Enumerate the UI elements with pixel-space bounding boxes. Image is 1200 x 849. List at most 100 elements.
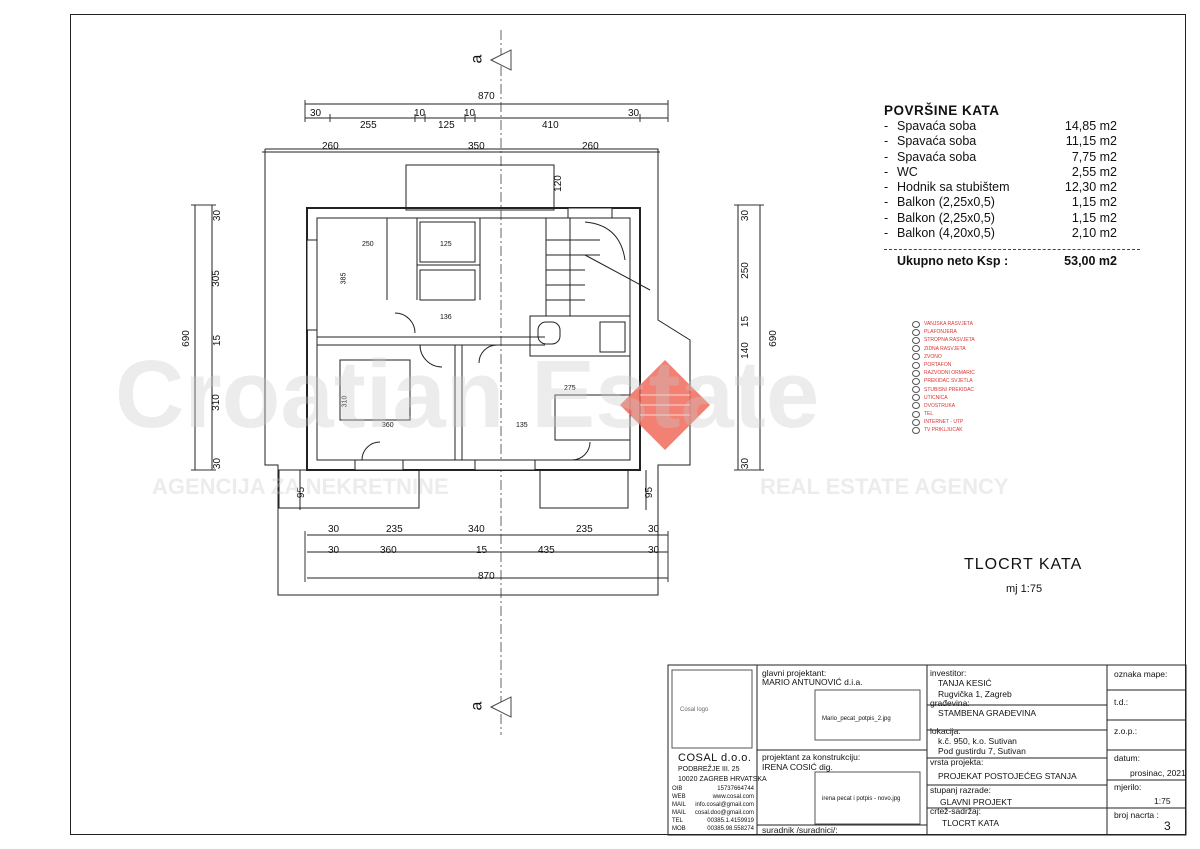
dim-top-overall: 870 [478, 91, 495, 102]
room-label-4: 136 [440, 314, 452, 321]
legend-symbol-icon [912, 353, 920, 361]
dim-top-1: 30 [310, 108, 322, 119]
plan-scale: mj 1:75 [1006, 583, 1043, 595]
level: GLAVNI PROJEKT [940, 797, 1013, 807]
dim-bottom-2: 235 [386, 524, 403, 535]
investor-address: Rugvička 1, Zagreb [938, 689, 1012, 699]
date-label: datum: [1114, 753, 1140, 763]
dim-right-5: 30 [740, 457, 752, 470]
signature-image-2: irena pecat i potpis - novo.jpg [822, 796, 901, 802]
dim-top-row2-2: 350 [468, 141, 485, 152]
signature-image-1: Mario_pecat_potpis_2.jpg [822, 716, 891, 722]
dim-bottom-4: 235 [576, 524, 593, 535]
legend-symbol-icon [912, 369, 920, 377]
structural-label: projektant za konstrukciju: [762, 752, 861, 762]
legend-symbol-icon [912, 427, 920, 435]
legend-item: STROPNA RASVJETA [912, 336, 975, 344]
investor-label: investitor: [930, 668, 967, 678]
legend-item: ZVONO [912, 353, 975, 361]
drawing-label: crtež-sadržaj: [930, 806, 982, 816]
legend-symbol-icon [912, 320, 920, 328]
dim-top-3: 10 [414, 108, 426, 119]
dim-left-2: 305 [210, 270, 222, 287]
project-type: PROJEKAT POSTOJEĆEG STANJA [938, 771, 1077, 781]
legend-item: INTERNET - UTP [912, 418, 975, 426]
legend-item: RAZVODNI ORMARIC [912, 369, 975, 377]
dim-top-row2-3: 260 [582, 141, 599, 152]
dim-top-7: 30 [628, 108, 640, 119]
legend-symbol-icon [912, 410, 920, 418]
dim-bottom-overall: 870 [478, 571, 495, 582]
room-label-3: 125 [440, 241, 452, 248]
company-address-1: PODBREŽJE III. 25 [678, 766, 740, 773]
dim-top-2: 255 [360, 120, 377, 131]
dim-right-3: 15 [740, 315, 752, 328]
scale: 1:75 [1154, 796, 1171, 806]
sheet-label: broj nacrta : [1114, 810, 1159, 820]
areas-total: Ukupno neto Ksp :53,00 m2 [897, 254, 1117, 269]
section-mark-bottom: a [468, 701, 486, 711]
room-label-1: 250 [362, 241, 374, 248]
legend-item: UTICNICA [912, 394, 975, 402]
legend-symbol-icon [912, 402, 920, 410]
legend-symbol-icon [912, 377, 920, 385]
chief-designer-label: glavni projektant: [762, 668, 827, 678]
legend-item: PLAFONJERA [912, 328, 975, 336]
dim-bottom-row2-3: 15 [476, 545, 488, 556]
dim-bottom-row2-4: 435 [538, 545, 555, 556]
legend-symbol-icon [912, 386, 920, 394]
dim-left-1: 30 [212, 209, 224, 222]
company-address-2: 10020 ZAGREB HRVATSKA [678, 776, 767, 783]
legend-item: VANJSKA RASVJETA [912, 320, 975, 328]
area-row: -Balkon (2,25x0,5)1,15 m2 [884, 210, 1117, 225]
dim-right-balcony: 95 [644, 486, 656, 499]
drawing-sheet [70, 14, 1186, 835]
project-type-label: vrsta projekta: [930, 757, 984, 767]
watermark-sub-right: REAL ESTATE AGENCY [760, 474, 1009, 499]
legend-item: ZIDNA RASVJETA [912, 345, 975, 353]
dim-bottom-3: 340 [468, 524, 485, 535]
dim-bottom-1: 30 [328, 524, 340, 535]
dim-right-1: 30 [740, 209, 752, 222]
watermark-text: Croatian Estate [115, 341, 820, 448]
legend-item: TEL [912, 410, 975, 418]
dim-bottom-row2-1: 30 [328, 545, 340, 556]
room-label-8: 135 [516, 422, 528, 429]
investor: TANJA KESIĆ [938, 678, 992, 688]
zop-label: z.o.p.: [1114, 726, 1138, 736]
areas-heading: POVRŠINE KATA [884, 103, 1000, 118]
watermark-sub-left: AGENCIJA ZA NEKRETNINE [152, 474, 449, 499]
location-2: Pod gustirdu 7, Sutivan [938, 746, 1026, 756]
drawing-content: TLOCRT KATA [942, 818, 999, 828]
dim-top-row2-1: 260 [322, 141, 339, 152]
dim-top-5: 10 [464, 108, 476, 119]
legend-item: TV PRIKLJUCAK [912, 426, 975, 435]
legend-symbol-icon [912, 345, 920, 353]
legend-symbol-icon [912, 361, 920, 369]
legend-item: STUBISNI PREKIDAC [912, 386, 975, 394]
dim-bottom-row2-2: 360 [380, 545, 397, 556]
legend-item: DVOSTRUKA [912, 402, 975, 410]
building: STAMBENA GRAĐEVINA [938, 708, 1037, 718]
dim-left-5: 30 [212, 457, 224, 470]
dim-right-2: 250 [739, 262, 751, 279]
level-label: stupanj razrade: [930, 785, 991, 795]
structural-designer: IRENA COSIĆ dig. [762, 762, 833, 772]
room-label-2: 385 [340, 272, 348, 285]
area-row: -Balkon (2,25x0,5)1,15 m2 [884, 195, 1117, 210]
dim-top-6: 410 [542, 120, 559, 131]
legend-item: PORTAFON [912, 361, 975, 369]
folder-label: oznaka mape: [1114, 669, 1168, 679]
plan-title: TLOCRT KATA [964, 556, 1083, 573]
section-mark-top: a [468, 54, 486, 64]
building-label: građevina: [930, 698, 970, 708]
td-label: t.d.: [1114, 697, 1129, 707]
legend-item: PREKIDAC SVJETLA [912, 377, 975, 385]
